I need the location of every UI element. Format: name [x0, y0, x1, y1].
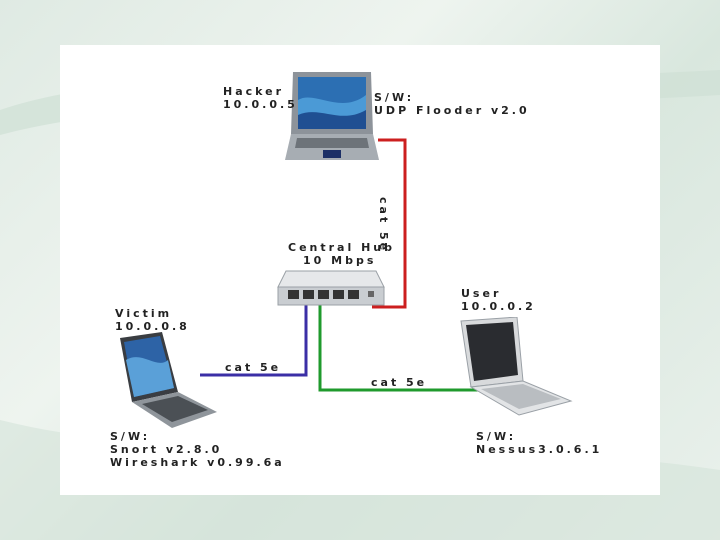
user-sw-title: S/W: — [476, 430, 517, 443]
hacker-cable — [372, 138, 407, 309]
hub-speed: 10 Mbps — [303, 254, 377, 267]
victim-ip: 10.0.0.8 — [115, 320, 190, 333]
victim-laptop-icon — [120, 332, 217, 428]
hacker-ip: 10.0.0.5 — [223, 98, 298, 111]
user-name: User — [461, 287, 502, 300]
user-cable — [318, 300, 480, 392]
hub-icon — [277, 270, 385, 306]
user-laptop-icon — [460, 317, 573, 416]
victim-cable-label: cat 5e — [225, 361, 282, 374]
user-cable-label: cat 5e — [371, 376, 428, 389]
hacker-laptop-icon — [285, 72, 379, 160]
cable-lines — [200, 138, 480, 392]
hacker-sw-title: S/W: — [374, 91, 415, 104]
network-diagram: Hacker 10.0.0.5 S/W: UDP Flooder v2.0 ca… — [60, 45, 660, 495]
victim-cable — [200, 300, 308, 377]
hacker-sw-line1: UDP Flooder v2.0 — [374, 104, 530, 117]
user-sw-line1: Nessus3.0.6.1 — [476, 443, 603, 456]
hacker-name: Hacker — [223, 85, 285, 98]
victim-name: Victim — [115, 307, 173, 320]
user-ip: 10.0.0.2 — [461, 300, 536, 313]
hub-name: Central Hub — [288, 241, 395, 254]
victim-sw-line2: Wireshark v0.99.6a — [110, 456, 285, 469]
victim-sw-line1: Snort v2.8.0 — [110, 443, 223, 456]
victim-sw-title: S/W: — [110, 430, 151, 443]
